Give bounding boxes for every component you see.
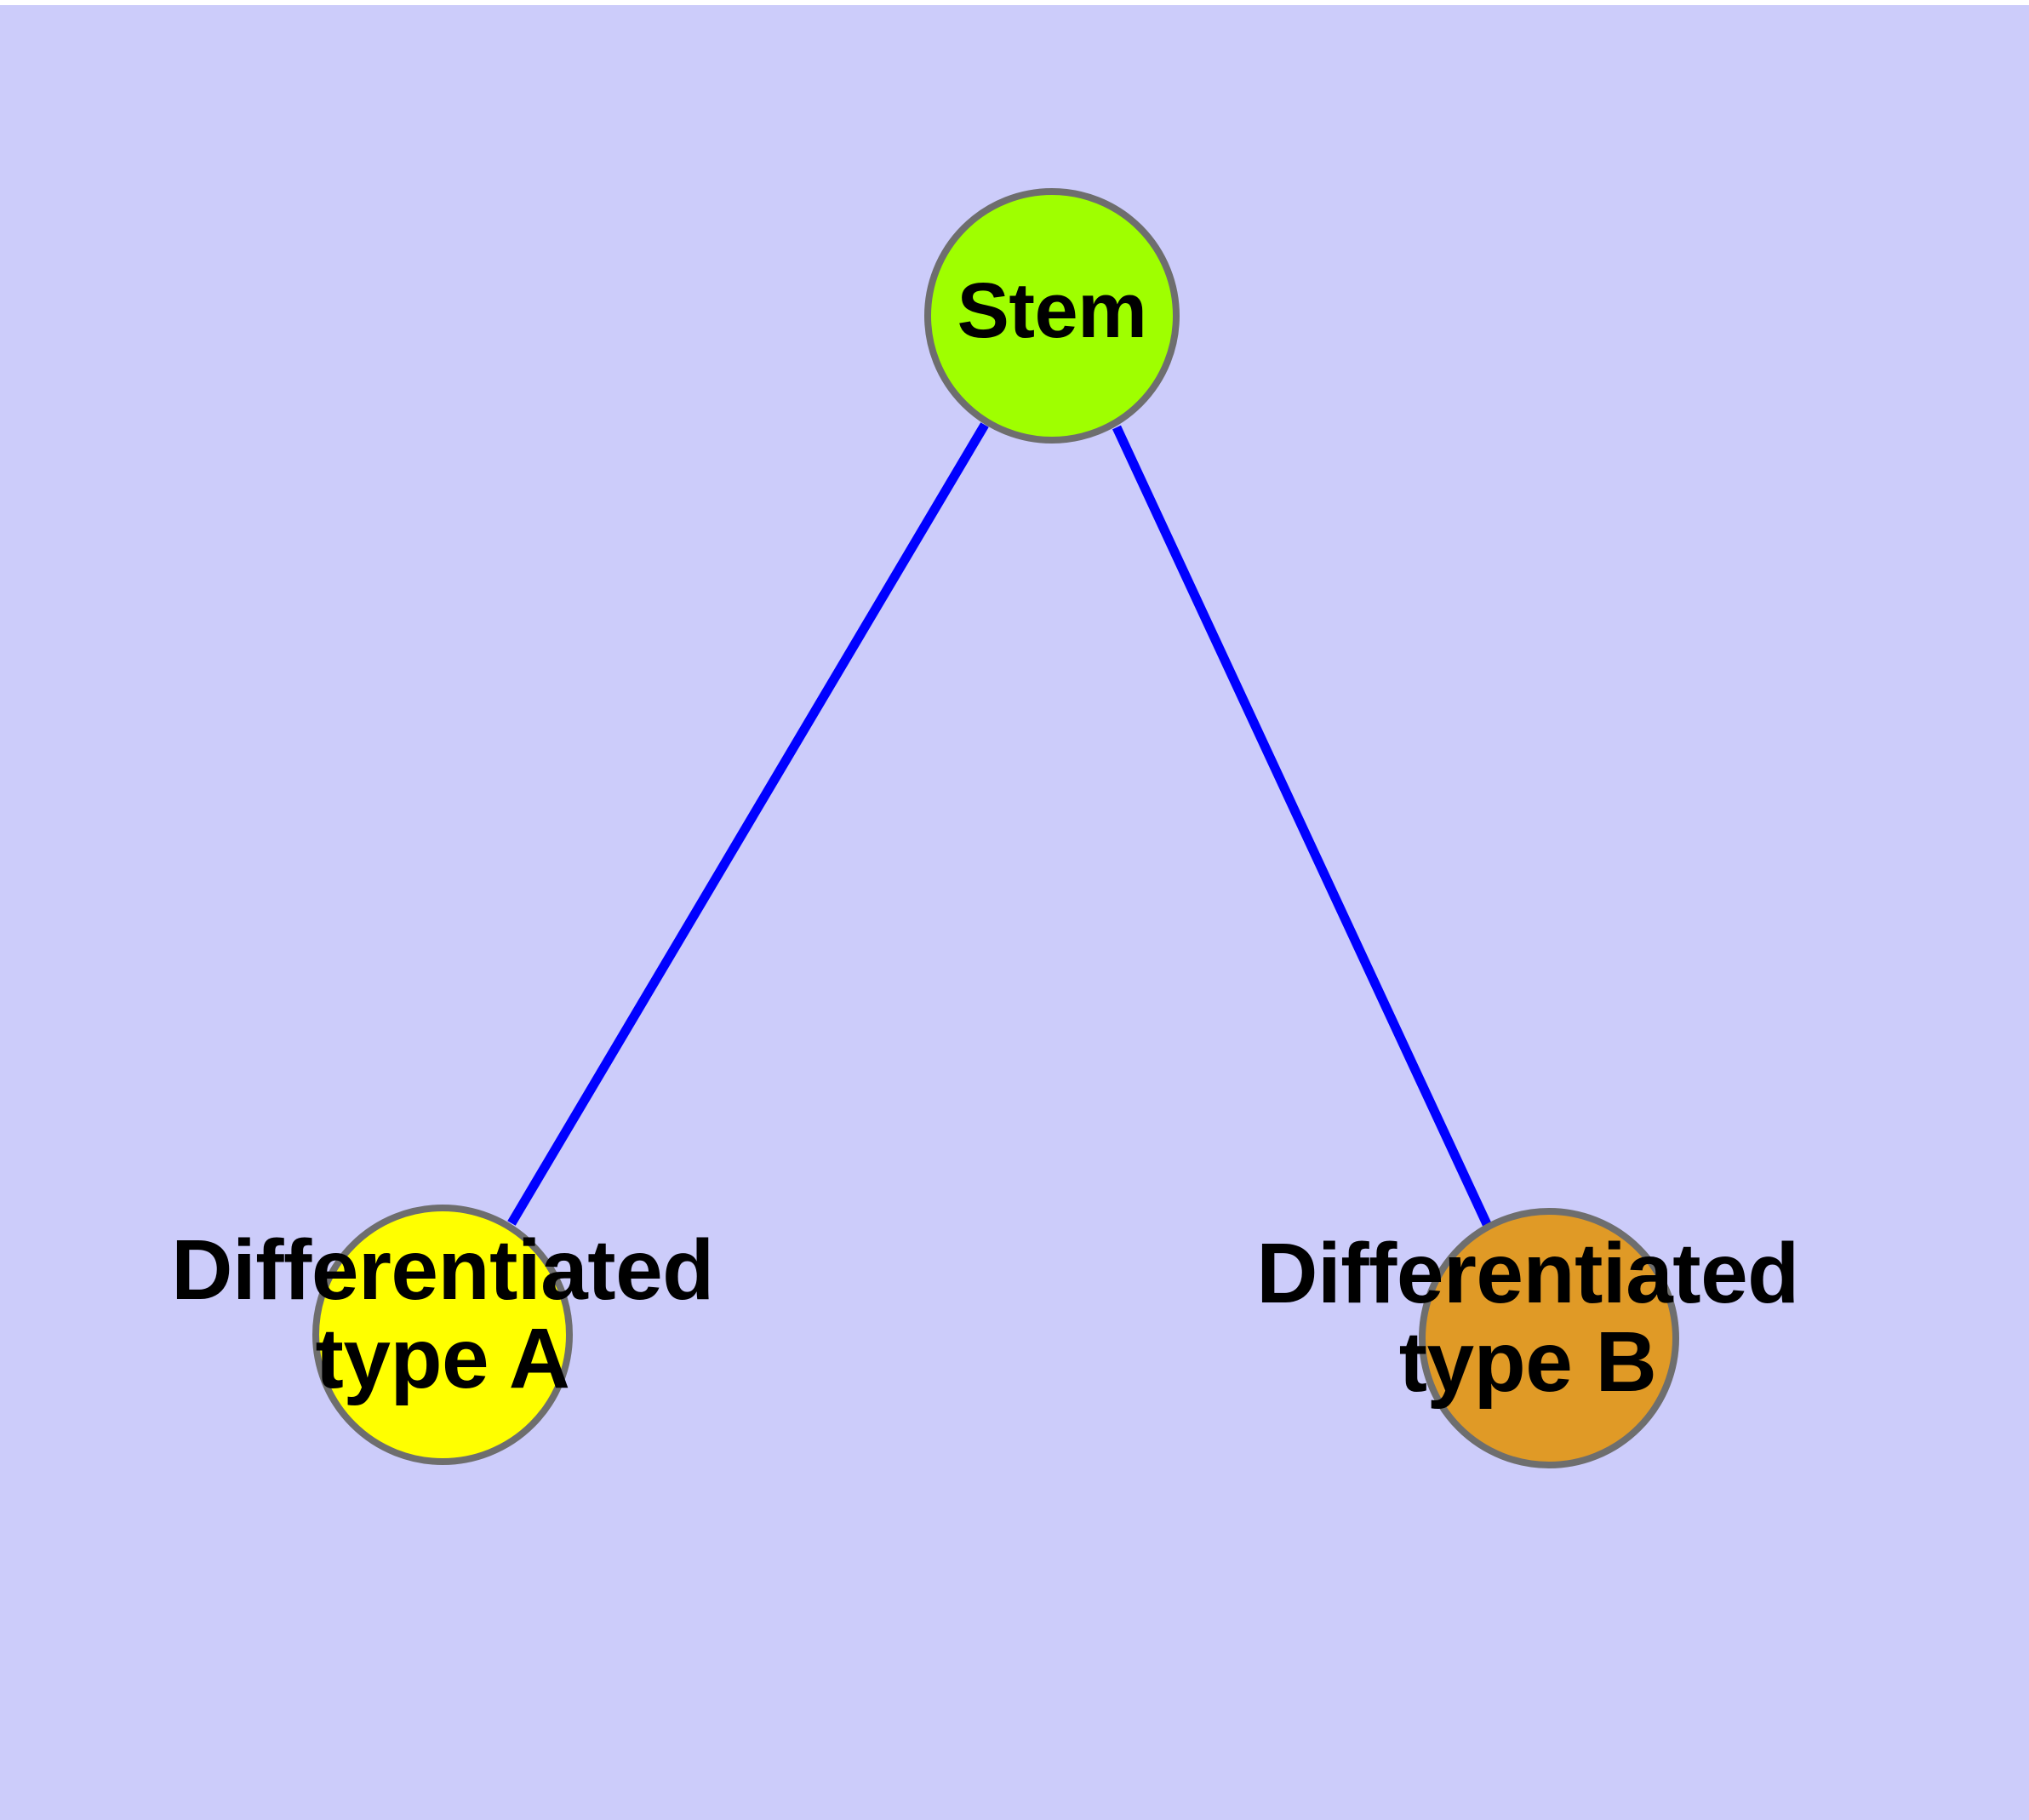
node-diff-b[interactable]: [1419, 1208, 1679, 1468]
node-group: [312, 188, 1679, 1468]
node-diff-a[interactable]: [312, 1205, 573, 1465]
edge-stem-to-diff-a[interactable]: [507, 422, 989, 1226]
edge-stem-to-diff-b[interactable]: [1112, 425, 1491, 1227]
node-stem[interactable]: [924, 188, 1180, 444]
edge-group: [507, 422, 1491, 1227]
